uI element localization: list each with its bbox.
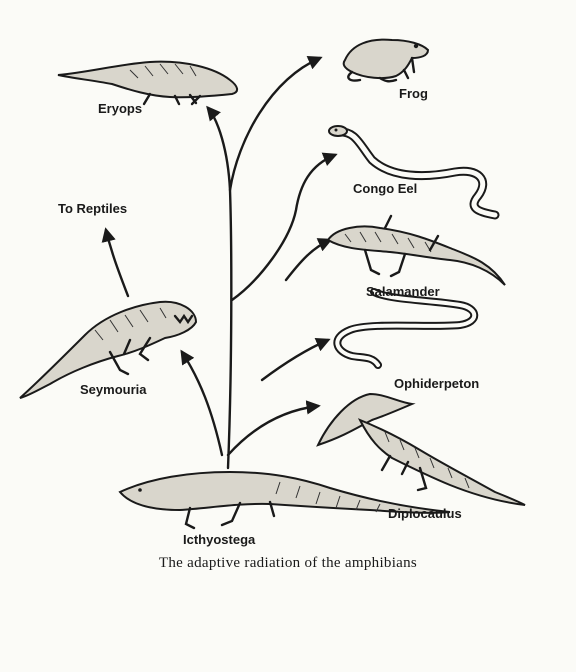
seymouria-drawing <box>19 300 198 399</box>
icthyostega-drawing <box>118 470 451 530</box>
arrow-to-frog <box>228 56 323 192</box>
label-seymouria: Seymouria <box>80 382 147 397</box>
salamander-drawing <box>326 214 506 286</box>
diplocaulus-drawing <box>316 392 526 506</box>
label-ophiderpeton: Ophiderpeton <box>394 376 480 391</box>
eryops-drawing <box>57 60 238 106</box>
figure-caption: The adaptive radiation of the amphibians <box>158 555 418 571</box>
branch-arrows <box>101 56 338 470</box>
arrow-to-salamander <box>284 238 333 282</box>
arrow-to-seymouria <box>180 349 224 457</box>
congo-eel-drawing <box>328 125 500 220</box>
arrow-to-eryops <box>206 105 233 470</box>
label-eryops: Eryops <box>98 101 143 116</box>
arrow-to-ophiderpeton <box>260 337 331 382</box>
label-diplocaulus: Diplocaulus <box>388 506 462 521</box>
label-icthyostega: Icthyostega <box>183 532 256 547</box>
ophiderpeton-drawing <box>333 288 479 369</box>
arrow-to-congo-eel <box>230 152 338 302</box>
label-to-reptiles: To Reptiles <box>58 201 128 216</box>
label-salamander: Salamander <box>366 284 440 299</box>
arrow-to-diplocaulus <box>226 400 321 457</box>
label-frog: Frog <box>399 86 428 101</box>
arrow-to-reptiles <box>101 227 130 298</box>
frog-drawing <box>342 38 430 83</box>
label-congo-eel: Congo Eel <box>353 181 418 196</box>
